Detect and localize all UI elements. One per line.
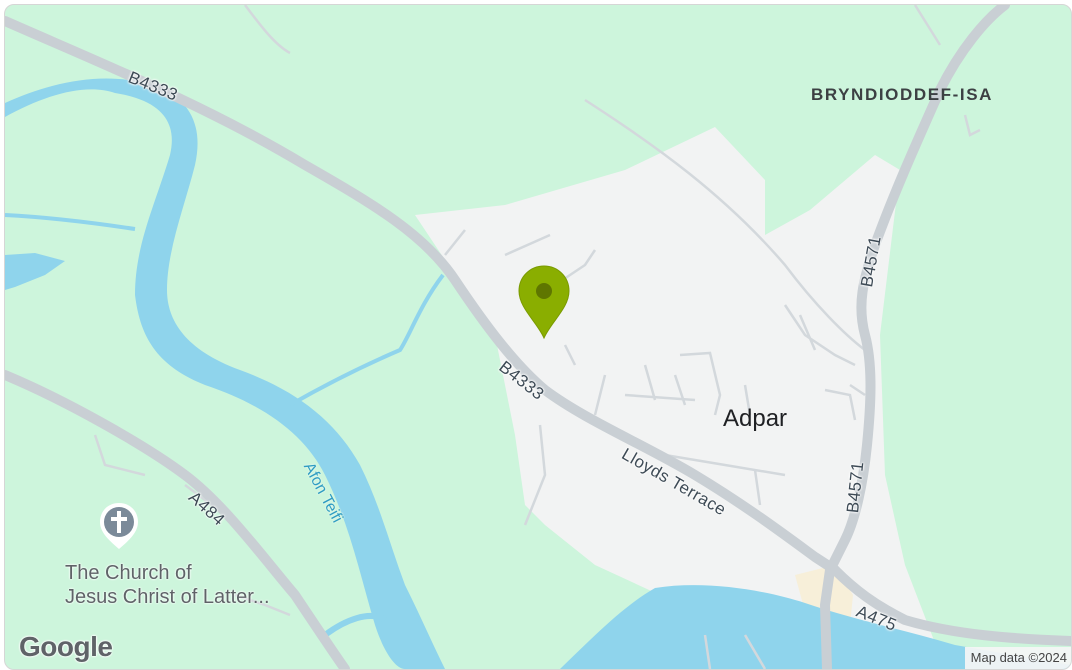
tributary-left bbox=[5, 213, 136, 231]
water-patch bbox=[5, 253, 65, 290]
map-canvas[interactable] bbox=[5, 5, 1071, 669]
poi-label-line1: The Church of bbox=[65, 562, 192, 584]
area-label: BRYNDIODDEF-ISA bbox=[811, 85, 994, 104]
main-roads bbox=[5, 5, 1071, 669]
map-attribution[interactable]: Map data ©2024 bbox=[964, 647, 1071, 669]
tributary-mid bbox=[289, 273, 445, 407]
tributary-bottom bbox=[323, 613, 387, 638]
poi-label-line2: Jesus Christ of Latter... bbox=[65, 586, 270, 608]
river-teifi bbox=[5, 78, 445, 669]
google-logo: Google bbox=[19, 631, 113, 662]
poi-label[interactable]: The Church of Jesus Christ of Latter... bbox=[65, 561, 270, 609]
river-lower-branch bbox=[560, 585, 1071, 669]
town-label: Adpar bbox=[723, 405, 788, 432]
map-view[interactable]: B4333 B4333 Lloyds Terrace B4571 B4571 A… bbox=[4, 4, 1072, 670]
minor-roads bbox=[93, 5, 981, 669]
